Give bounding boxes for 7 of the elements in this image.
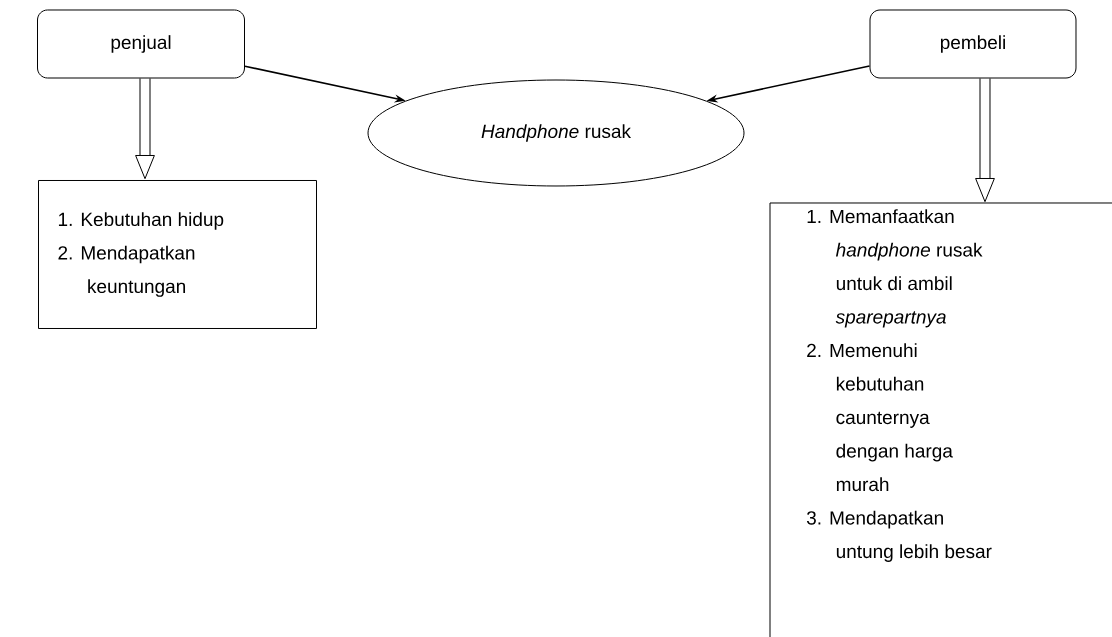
rounded-box: penjual [37,9,245,79]
list-box: 1. Kebutuhan hidup 2. Mendapatkan keuntungan [38,180,317,329]
block-arrow [135,78,155,180]
rounded-box: pembeli [869,9,1077,79]
ellipse-node: Handphone rusak [367,79,745,187]
block-arrow [975,78,995,203]
list-box: 1. Memanfaatkan handphone rusak untuk di ambil sparepartnya 2. Memenuhi kebutuhan caunternya dengan harga murah 3. Mendapatkan untung lebih besar [769,202,1112,637]
